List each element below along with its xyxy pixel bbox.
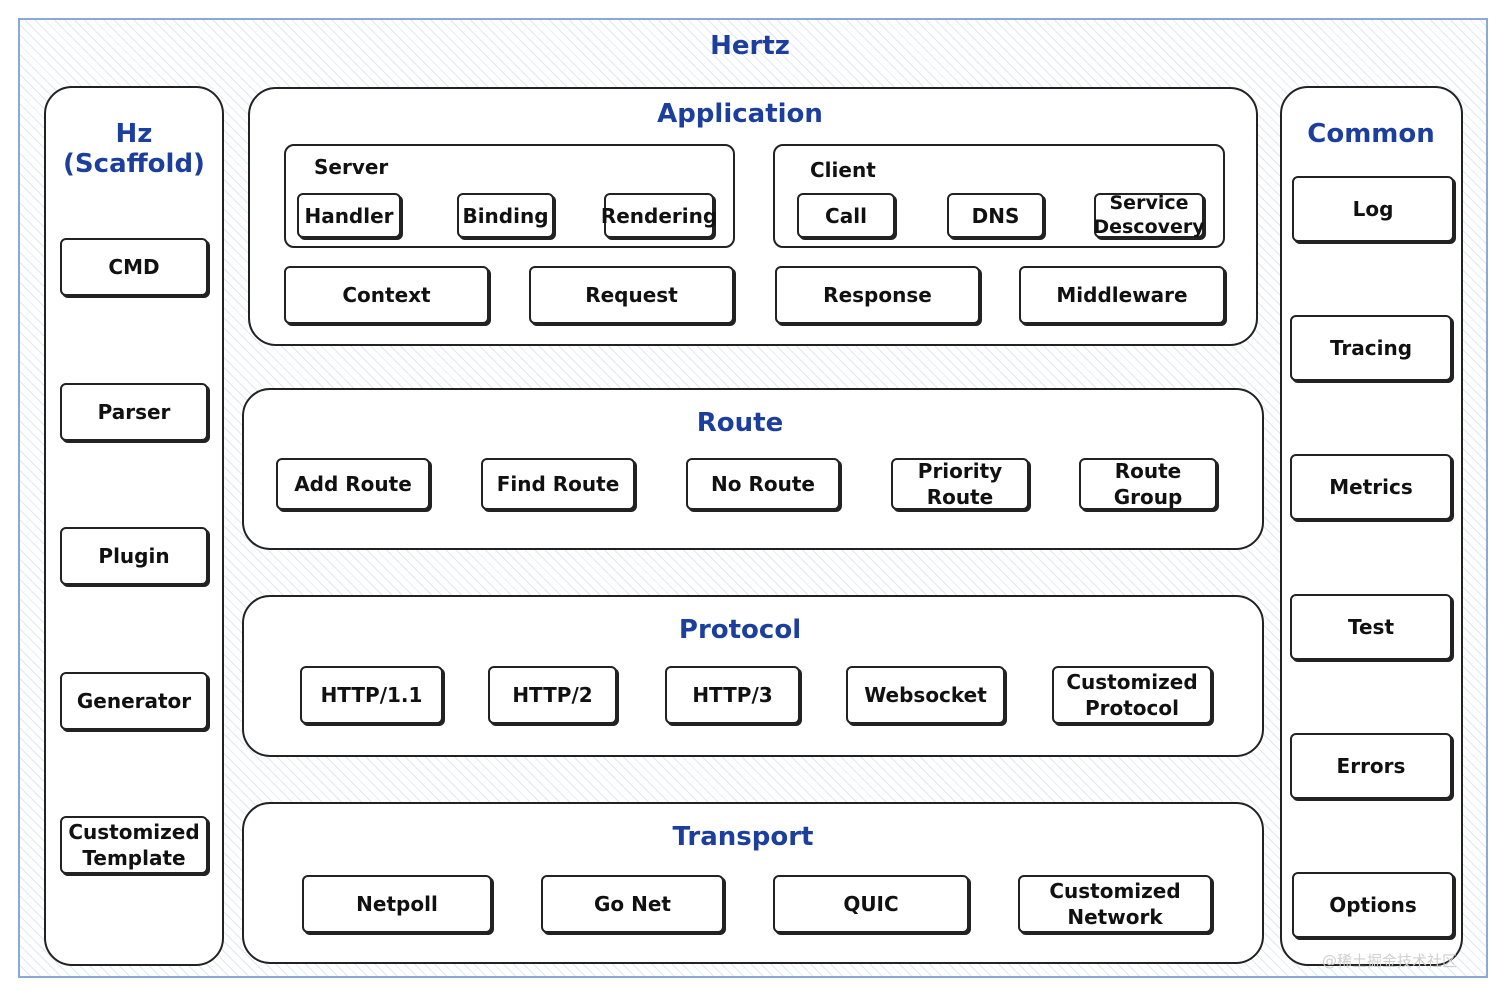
route-priority-route: Priority Route bbox=[891, 458, 1029, 510]
server-rendering: Rendering bbox=[601, 193, 717, 238]
application-response: Response bbox=[775, 266, 980, 324]
application-context: Context bbox=[284, 266, 489, 324]
common-errors: Errors bbox=[1290, 733, 1452, 799]
common-tracing: Tracing bbox=[1290, 315, 1452, 381]
transport-netpoll: Netpoll bbox=[302, 875, 492, 933]
protocol-customized-protocol: Customized Protocol bbox=[1052, 666, 1212, 724]
client-service-discovery: Service Descovery bbox=[1093, 191, 1205, 238]
client-call: Call bbox=[797, 193, 895, 238]
server-handler: Handler bbox=[297, 193, 401, 238]
application-middleware: Middleware bbox=[1019, 266, 1225, 324]
route-add-route: Add Route bbox=[276, 458, 430, 510]
client-dns: DNS bbox=[947, 193, 1044, 238]
protocol-title: Protocol bbox=[678, 615, 802, 645]
server-binding: Binding bbox=[457, 193, 554, 238]
hz-plugin: Plugin bbox=[60, 527, 208, 585]
transport-customized-network: Customized Network bbox=[1018, 875, 1212, 933]
hz-scaffold-title: Hz (Scaffold) bbox=[63, 119, 205, 179]
common-test: Test bbox=[1290, 594, 1452, 660]
transport-quic: QUIC bbox=[773, 875, 969, 933]
common-log: Log bbox=[1292, 176, 1454, 242]
application-request: Request bbox=[529, 266, 734, 324]
hz-parser: Parser bbox=[60, 383, 208, 441]
route-find-route: Find Route bbox=[481, 458, 635, 510]
route-route-group: Route Group bbox=[1079, 458, 1217, 510]
hz-generator: Generator bbox=[60, 672, 208, 730]
transport-title: Transport bbox=[672, 822, 814, 852]
transport-go-net: Go Net bbox=[541, 875, 724, 933]
protocol-http-1-1: HTTP/1.1 bbox=[300, 666, 443, 724]
hz-cmd: CMD bbox=[60, 238, 208, 296]
route-title: Route bbox=[696, 408, 784, 438]
common-title: Common bbox=[1307, 119, 1435, 149]
server-label: Server bbox=[314, 155, 389, 179]
protocol-websocket: Websocket bbox=[846, 666, 1005, 724]
application-title: Application bbox=[657, 99, 823, 129]
hertz-title: Hertz bbox=[710, 31, 790, 61]
protocol-http-3: HTTP/3 bbox=[665, 666, 800, 724]
client-label: Client bbox=[810, 158, 876, 182]
watermark: @稀土掘金技术社区 bbox=[1322, 952, 1458, 970]
protocol-http-2: HTTP/2 bbox=[488, 666, 617, 724]
common-metrics: Metrics bbox=[1290, 454, 1452, 520]
route-no-route: No Route bbox=[686, 458, 840, 510]
hz-customized-template: Customized Template bbox=[60, 816, 208, 874]
common-options: Options bbox=[1292, 872, 1454, 938]
